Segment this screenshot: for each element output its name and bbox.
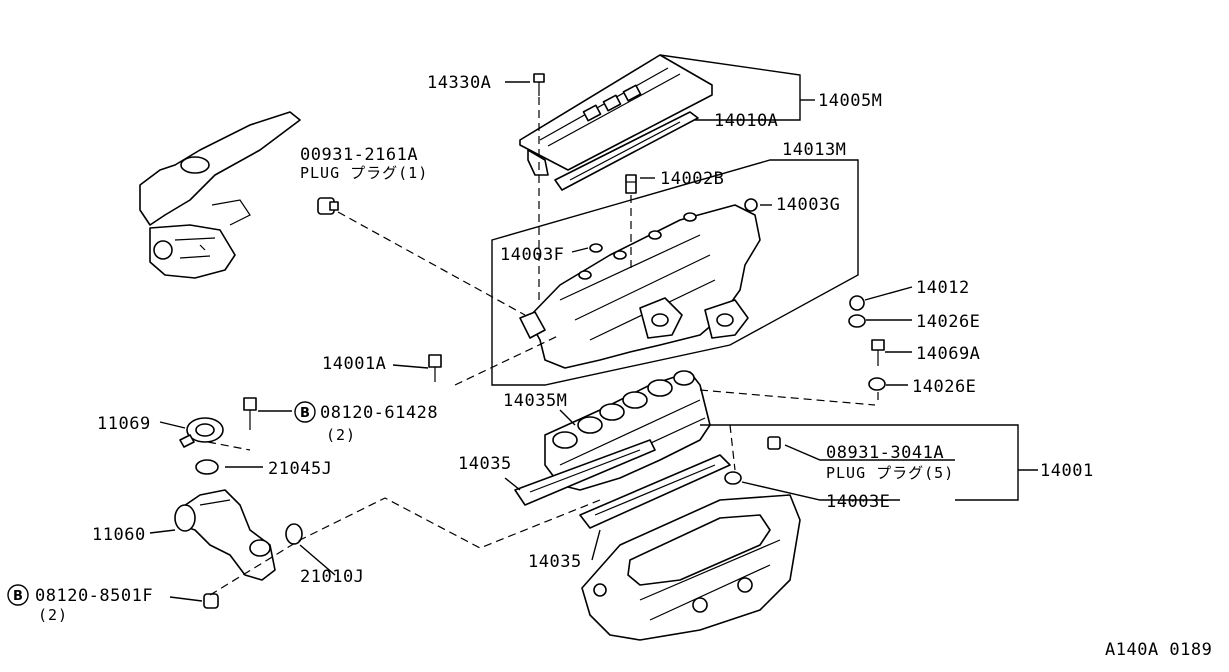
intake-cover-assembly: [519, 54, 713, 191]
label-21045j: 21045J: [268, 459, 332, 479]
label-14012: 14012: [916, 278, 970, 298]
label-14026e-upper: 14026E: [916, 312, 980, 332]
gasket-14035-right: [579, 454, 731, 529]
label-qty-2-upper: (2): [326, 426, 356, 444]
label-08120-61428: 08120-61428: [320, 403, 438, 423]
bolt-08120-61428-icon: [243, 397, 257, 430]
label-14013m: 14013M: [782, 140, 846, 160]
intake-collector-14013m: [519, 204, 761, 369]
label-11060: 11060: [92, 525, 146, 545]
label-14003g: 14003G: [776, 195, 840, 215]
plug-08931-icon: [767, 436, 781, 450]
label-plug-1: PLUG プラグ(1): [300, 164, 428, 182]
label-08120-8501f: 08120-8501F: [35, 586, 153, 606]
water-outlet-11060: [174, 489, 276, 581]
label-14330a: 14330A: [427, 73, 491, 93]
label-14002b: 14002B: [660, 169, 724, 189]
label-plug-5: PLUG プラグ(5): [826, 464, 954, 482]
label-qty-2-lower: (2): [38, 606, 68, 624]
plug-14003f-icon: [589, 243, 603, 253]
label-14005m: 14005M: [818, 91, 882, 111]
bolt-marker-b-lower: B: [7, 584, 29, 606]
label-14026e-lower: 14026E: [912, 377, 976, 397]
engine-thumbnail-icon: [139, 111, 301, 279]
label-14003e: 14003E: [826, 492, 890, 512]
nut-14012-icon: [849, 295, 865, 311]
plug-14003g-icon: [744, 198, 758, 212]
label-21010j: 21010J: [300, 567, 364, 587]
bolt-marker-b-upper: B: [294, 401, 316, 423]
svg-text:B: B: [13, 589, 23, 604]
plug-00931-icon: [317, 197, 339, 215]
gasket-21045j-icon: [195, 459, 219, 475]
label-11069: 11069: [97, 414, 151, 434]
label-14010a: 14010A: [714, 111, 778, 131]
svg-text:B: B: [300, 406, 310, 421]
washer-14026e-lower-icon: [868, 377, 886, 391]
alignment-lines: [207, 97, 879, 596]
leader-lines: [149, 54, 1038, 602]
label-14035-lower: 14035: [528, 552, 582, 572]
label-14035m: 14035M: [503, 391, 567, 411]
label-14001a: 14001A: [322, 354, 386, 374]
bolt-08120-8501f-icon: [203, 593, 219, 609]
stud-14002b-icon: [625, 174, 637, 194]
thermostat-housing-11069: [179, 417, 224, 448]
plug-14003e-icon: [724, 471, 742, 485]
label-14069a: 14069A: [916, 344, 980, 364]
cylinder-head: [581, 494, 801, 641]
bolt-14001a-icon: [428, 354, 442, 382]
gasket-14035-left: [514, 439, 656, 506]
label-14001: 14001: [1040, 461, 1094, 481]
bolt-14330a-icon: [533, 73, 545, 96]
washer-14026e-icon: [848, 314, 866, 328]
oring-21010j-icon: [285, 523, 303, 545]
label-08931-3041a: 08931-3041A: [826, 443, 944, 463]
drawing-code: A140A 0189: [1105, 640, 1212, 660]
label-14035-left: 14035: [458, 454, 512, 474]
label-00931-2161a: 00931-2161A: [300, 145, 418, 165]
label-14003f: 14003F: [500, 245, 564, 265]
stud-14069a-icon: [871, 339, 885, 366]
